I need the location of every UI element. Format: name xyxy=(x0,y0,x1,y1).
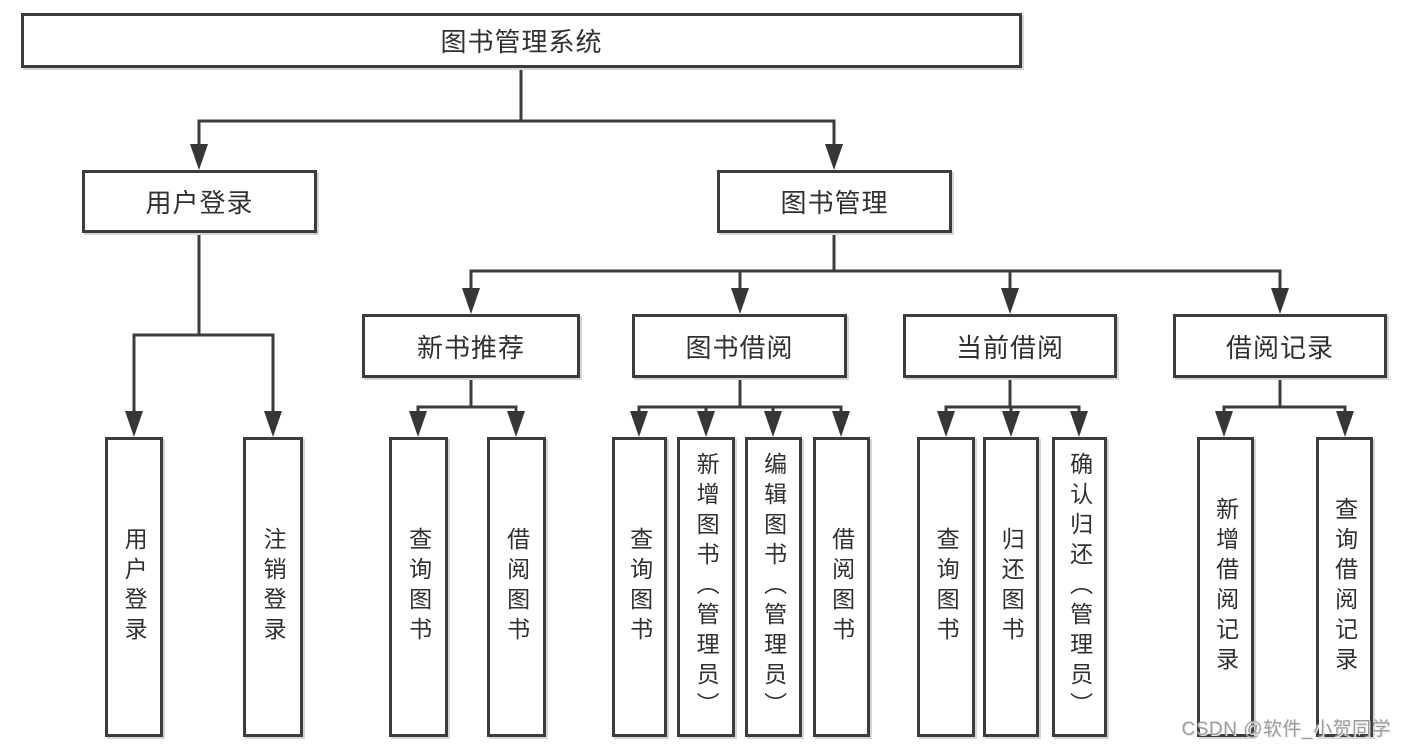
leaf-edit-books-admin: 编辑图书（管理员） xyxy=(745,437,802,737)
leaf-logout: 注销登录 xyxy=(243,437,303,737)
leaf-add-borrow-record: 新增借阅记录 xyxy=(1197,437,1254,737)
leaf-query-borrow-record: 查询借阅记录 xyxy=(1316,437,1373,737)
leaf-user-login: 用户登录 xyxy=(105,437,163,737)
leaf-confirm-return-admin: 确认归还（管理员） xyxy=(1052,437,1107,737)
node-current-borrowing: 当前借阅 xyxy=(903,314,1117,378)
leaf-query-books-current: 查询图书 xyxy=(917,437,975,737)
node-new-book-recommendation: 新书推荐 xyxy=(362,314,580,378)
leaf-add-books-admin: 新增图书（管理员） xyxy=(677,437,735,737)
leaf-borrow-books-recommend: 借阅图书 xyxy=(487,437,546,737)
leaf-query-books-recommend: 查询图书 xyxy=(389,437,448,737)
node-borrowing-records: 借阅记录 xyxy=(1173,314,1387,378)
node-book-borrowing: 图书借阅 xyxy=(632,314,847,378)
csdn-watermark: CSDN @软件_小贺同学 xyxy=(1181,719,1391,740)
leaf-return-books: 归还图书 xyxy=(983,437,1039,737)
leaf-query-books-borrowing: 查询图书 xyxy=(612,437,667,737)
node-user-login: 用户登录 xyxy=(82,170,317,233)
node-root-system: 图书管理系统 xyxy=(21,13,1022,68)
node-book-management: 图书管理 xyxy=(717,170,952,233)
leaf-borrow-books-borrowing: 借阅图书 xyxy=(813,437,870,737)
